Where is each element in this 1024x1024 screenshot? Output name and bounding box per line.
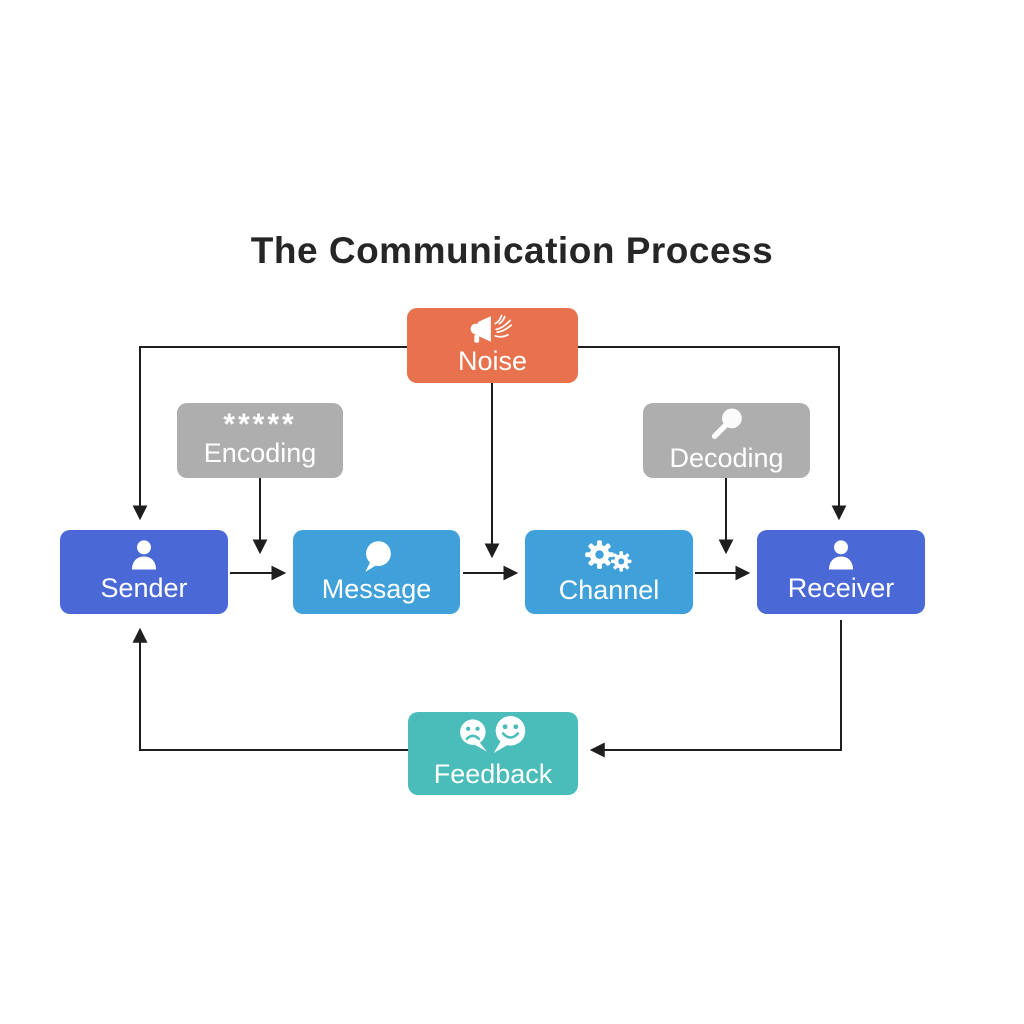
node-sender: Sender xyxy=(60,530,228,614)
node-label: Noise xyxy=(457,345,528,376)
node-label: Decoding xyxy=(669,443,784,474)
person-icon xyxy=(125,539,163,573)
person-icon xyxy=(822,539,860,573)
megaphone-sound-waves-icon xyxy=(467,314,519,346)
node-label: Receiver xyxy=(787,573,895,604)
page-title: The Communication Process xyxy=(250,230,774,271)
magnifying-glass-icon xyxy=(707,406,747,443)
node-noise: Noise xyxy=(407,308,578,383)
speech-bubble-icon xyxy=(358,539,396,574)
asterisks-icon: ***** xyxy=(223,407,297,441)
node-label: Message xyxy=(321,573,432,604)
connector-feedback-to-sender xyxy=(132,627,408,751)
sad-and-happy-speech-bubbles-icon xyxy=(450,716,536,759)
node-label: Encoding xyxy=(203,437,317,468)
connector-receiver-to-feedback xyxy=(589,620,842,758)
node-encoding: ***** Encoding xyxy=(177,403,343,478)
node-label: Feedback xyxy=(433,759,553,790)
gears-icon xyxy=(580,537,638,575)
node-channel: Channel xyxy=(525,530,693,614)
node-receiver: Receiver xyxy=(757,530,925,614)
node-label: Channel xyxy=(558,575,660,606)
node-message: Message xyxy=(293,530,460,614)
node-label: Sender xyxy=(100,573,188,604)
node-decoding: Decoding xyxy=(643,403,810,478)
node-feedback: Feedback xyxy=(408,712,578,795)
